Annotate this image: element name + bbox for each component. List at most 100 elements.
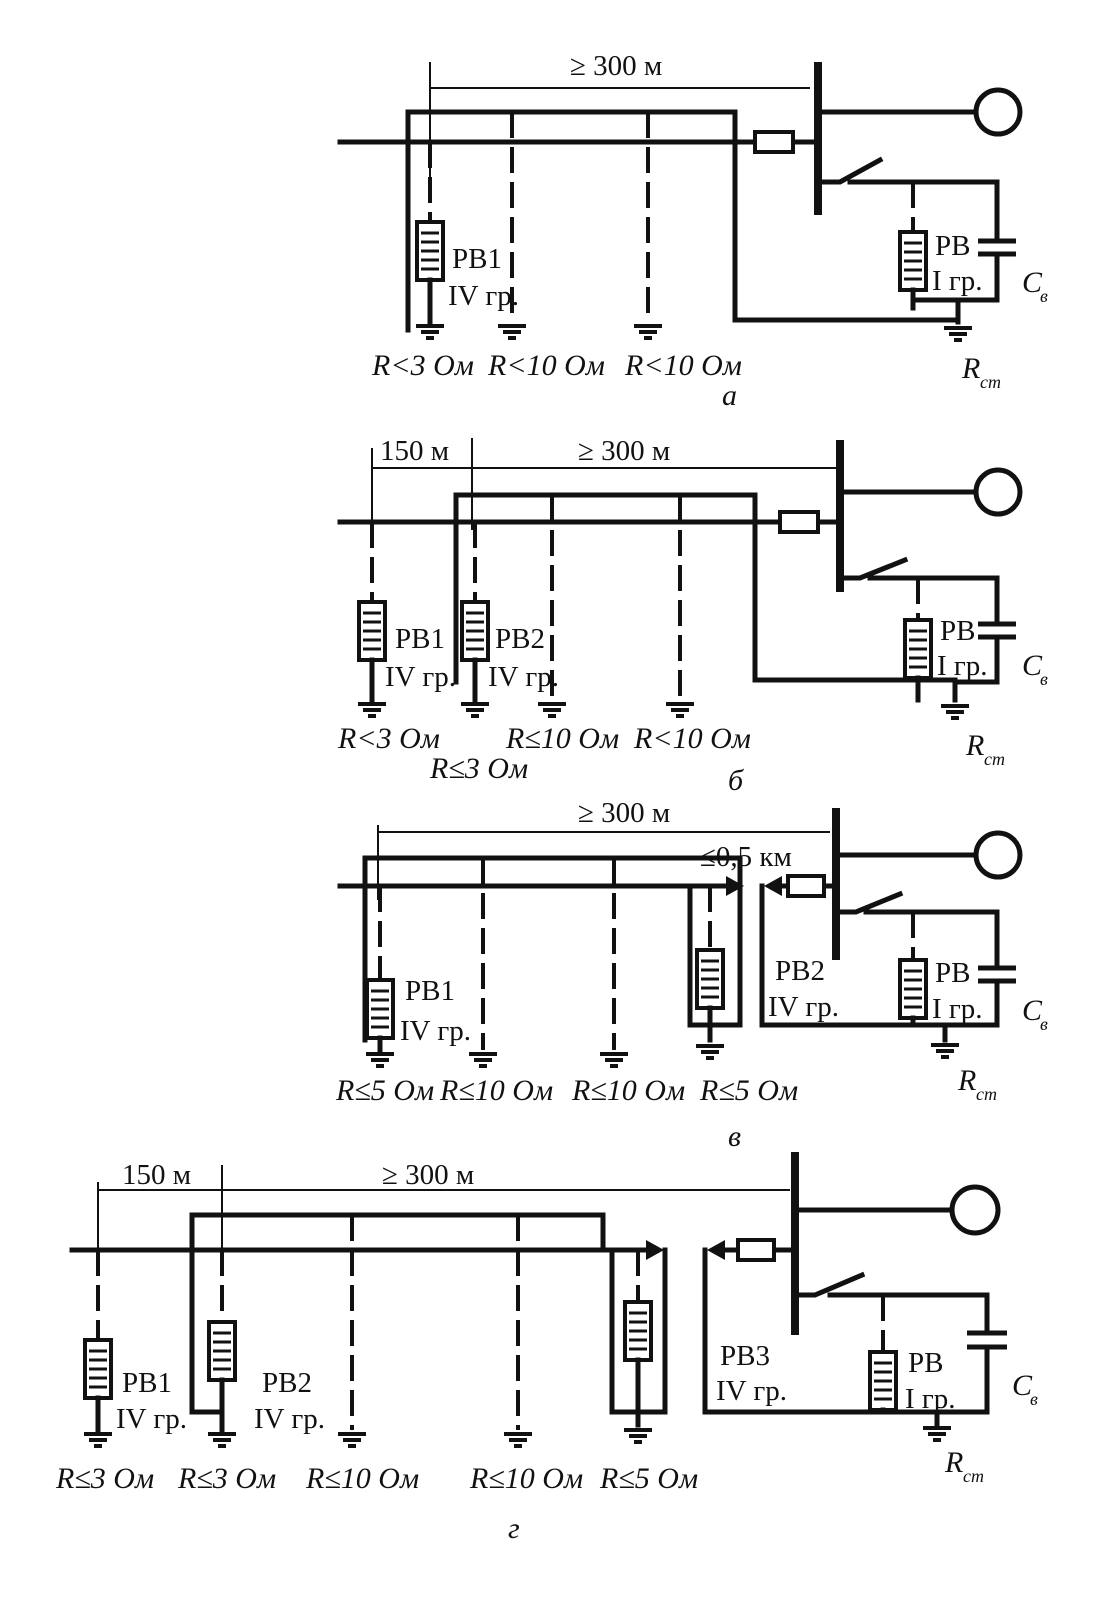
arrester1-group: IV гр. — [448, 280, 519, 312]
resistance-label: R<3 Ом — [371, 349, 474, 382]
arrester-sub-group: I гр. — [932, 265, 983, 297]
arrester1-name: РВ1 — [452, 243, 502, 275]
capacitor-return — [942, 980, 1000, 1028]
ground-wire — [405, 109, 961, 333]
arrester-sub-name: РВ — [908, 1347, 943, 1379]
resistance-label: R≤3 Ом — [177, 1462, 276, 1495]
generator-icon — [973, 830, 1023, 880]
ground-icon — [622, 1428, 654, 1444]
ground-icon — [921, 1426, 953, 1442]
capacitor-return — [952, 636, 1000, 685]
ground-icon — [694, 1044, 726, 1060]
ground-icon — [414, 324, 446, 340]
arrester-sub-group: I гр. — [937, 650, 988, 682]
resistance-label: R≤5 Ом — [699, 1074, 798, 1107]
ground-icon — [459, 702, 491, 718]
resistance-label: R≤5 Ом — [599, 1462, 698, 1495]
arrester-sub-name: РВ — [935, 230, 970, 262]
distance-label-300m: ≥ 300 м — [382, 1159, 474, 1191]
resistance-label: R≤10 Ом — [571, 1074, 685, 1107]
arrester-icon — [623, 1300, 653, 1362]
diagram-g: 150 м ≥ 300 м РВ I гр. C в R ст Р — [55, 1152, 1038, 1545]
capacitor-return — [937, 1346, 990, 1415]
arrester-icon — [357, 600, 387, 662]
ground-icon — [598, 1052, 630, 1068]
capacitor-label: C — [1022, 266, 1043, 299]
sub-ground-wire — [702, 1247, 943, 1415]
generator-icon — [949, 1184, 1001, 1236]
ground-wire — [453, 492, 958, 685]
arrester3-group: IV гр. — [716, 1375, 787, 1407]
arrester-icon — [460, 600, 490, 662]
arrester2-group: IV гр. — [768, 991, 839, 1023]
station-resistance-subscript: ст — [963, 1466, 984, 1486]
ground-icon — [82, 1432, 114, 1448]
arrester-icon — [898, 958, 928, 1020]
cable-end-icon — [764, 876, 782, 896]
resistance-label: R<10 Ом — [633, 722, 751, 755]
arrester-sub-name: РВ — [940, 615, 975, 647]
capacitor-label: C — [1022, 649, 1043, 682]
distance-label-150m: 150 м — [122, 1159, 191, 1191]
ground-icon — [496, 324, 528, 340]
diagram-v: ≥ 300 м ≤0,5 км РВ I гр. C в R ст РВ1 I — [335, 797, 1048, 1153]
capacitor-return — [957, 253, 1000, 303]
arrester1-name: РВ1 — [395, 623, 445, 655]
cable-end-icon — [726, 876, 744, 896]
diagram-b: 150 м ≥ 300 м РВ I гр. C в R ст РВ1 IV г… — [337, 435, 1048, 797]
generator-icon — [973, 87, 1023, 137]
resistance-label: R≤10 Ом — [439, 1074, 553, 1107]
arrester-sub-group: I гр. — [932, 993, 983, 1025]
ground-icon — [664, 702, 696, 718]
resistance-label: R≤10 Ом — [469, 1462, 583, 1495]
arrester-icon — [83, 1338, 113, 1400]
arrester2-group: IV гр. — [488, 661, 559, 693]
distance-label-300m: ≥ 300 м — [578, 435, 670, 467]
arrester2-name: РВ2 — [495, 623, 545, 655]
ground-wire — [362, 855, 743, 1043]
arrester-icon — [415, 220, 445, 282]
arrester2-group: IV гр. — [254, 1403, 325, 1435]
arrester1-name: РВ1 — [405, 975, 455, 1007]
resistance-label: R≤10 Ом — [305, 1462, 419, 1495]
figure-letter: г — [508, 1512, 520, 1545]
capacitor-subscript: в — [1040, 669, 1048, 689]
distance-label-300m: ≥ 300 м — [570, 50, 662, 82]
arrester-icon — [207, 1320, 237, 1382]
reactor-icon — [786, 874, 826, 898]
arrester-icon — [695, 948, 725, 1010]
ground-wire — [189, 1212, 606, 1415]
switch-icon — [833, 890, 904, 915]
cable-end-icon — [707, 1240, 725, 1260]
arrester-icon — [868, 1350, 898, 1412]
capacitor-label: C — [1022, 994, 1043, 1027]
ground-icon — [939, 704, 971, 720]
capacitor-branch — [863, 909, 1000, 968]
station-resistance-label: R — [957, 1064, 976, 1097]
capacitor-subscript: в — [1030, 1389, 1038, 1409]
resistance-label: R<10 Ом — [624, 349, 742, 382]
reactor-icon — [753, 130, 795, 154]
resistance-label: R≤10 Ом — [505, 722, 619, 755]
ground-icon — [502, 1432, 534, 1448]
arrester1-group: IV гр. — [116, 1403, 187, 1435]
switch-icon — [792, 1271, 866, 1298]
figure-letter: a — [722, 379, 737, 412]
ground-icon — [632, 324, 664, 340]
arrester1-name: РВ1 — [122, 1367, 172, 1399]
switch-icon — [815, 156, 884, 185]
sub-ground-wire — [759, 883, 948, 1028]
capacitor-branch — [847, 179, 1000, 241]
resistance-label: R≤3 Ом — [429, 752, 528, 785]
cable-end-icon — [646, 1240, 664, 1260]
distance-label-300m: ≥ 300 м — [578, 797, 670, 829]
ground-icon — [364, 1052, 396, 1068]
resistance-label: R<10 Ом — [487, 349, 605, 382]
station-resistance-label: R — [961, 352, 980, 385]
generator-icon — [973, 467, 1023, 517]
station-resistance-subscript: ст — [976, 1084, 997, 1104]
station-resistance-subscript: ст — [980, 372, 1001, 392]
station-resistance-label: R — [944, 1446, 963, 1479]
arrester-sub-group: I гр. — [905, 1383, 956, 1415]
